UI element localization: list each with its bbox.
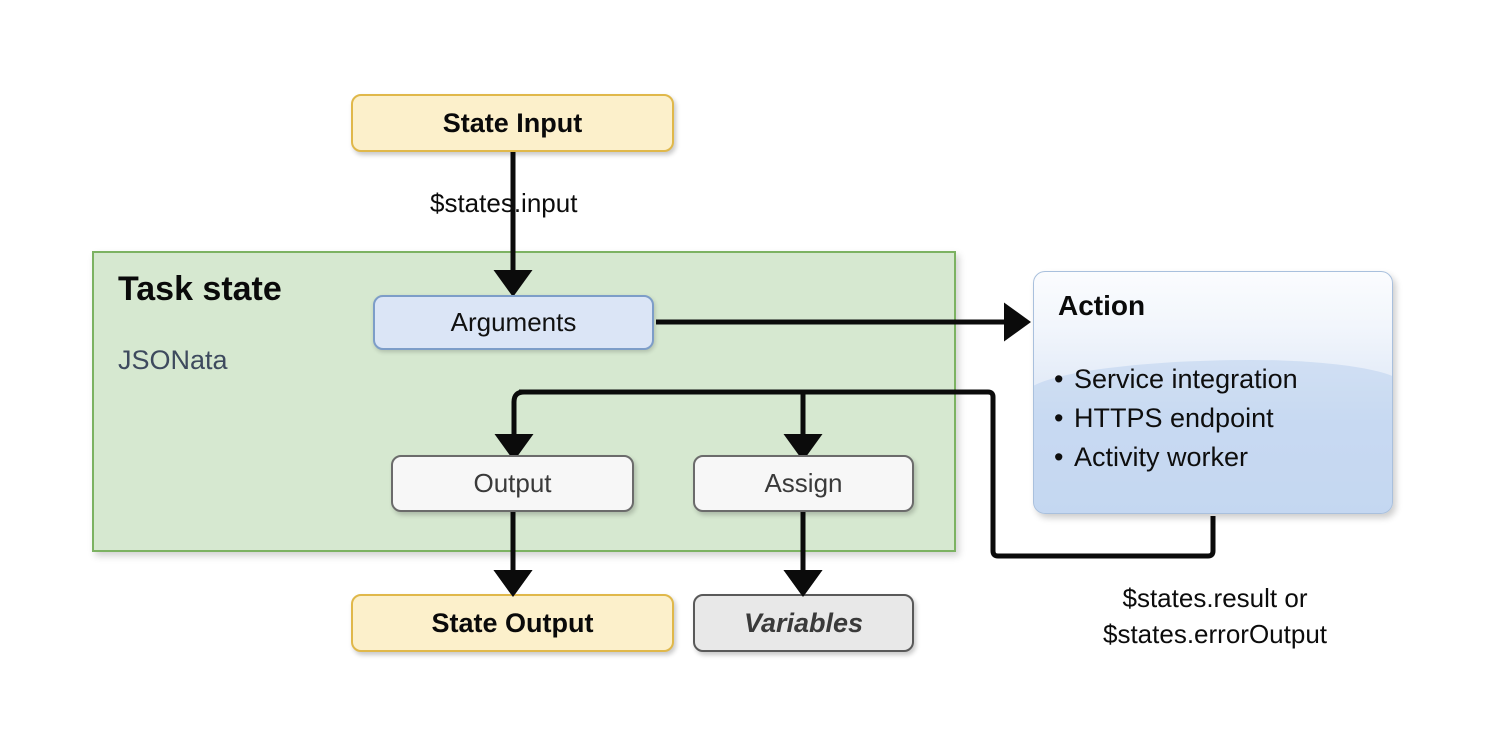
node-state-input-label: State Input bbox=[442, 107, 583, 138]
node-arguments[interactable]: Arguments bbox=[373, 295, 654, 350]
action-item: Service integration bbox=[1054, 360, 1298, 399]
node-state-output[interactable]: State Output bbox=[351, 594, 674, 652]
edge-label-states-result-line2: $states.errorOutput bbox=[1103, 619, 1327, 649]
action-title: Action bbox=[1058, 290, 1146, 321]
node-variables[interactable]: Variables bbox=[693, 594, 914, 652]
node-output-label: Output bbox=[473, 468, 552, 498]
action-item-list: Service integration HTTPS endpoint Activ… bbox=[1054, 360, 1298, 477]
node-state-output-label: State Output bbox=[431, 607, 594, 638]
node-state-input[interactable]: State Input bbox=[351, 94, 674, 152]
task-state-subtitle: JSONata bbox=[118, 345, 228, 375]
node-variables-label: Variables bbox=[743, 607, 864, 638]
node-arguments-label: Arguments bbox=[450, 307, 577, 337]
node-assign[interactable]: Assign bbox=[693, 455, 914, 512]
node-assign-label: Assign bbox=[764, 468, 843, 498]
action-item: Activity worker bbox=[1054, 438, 1298, 477]
action-item: HTTPS endpoint bbox=[1054, 399, 1298, 438]
node-output[interactable]: Output bbox=[391, 455, 634, 512]
node-action[interactable]: Action Service integration HTTPS endpoin… bbox=[1033, 271, 1393, 514]
task-state-title: Task state bbox=[118, 270, 282, 308]
edge-label-states-result-line1: $states.result or bbox=[1122, 583, 1308, 613]
edge-label-states-result: $states.result or $states.errorOutput bbox=[1070, 580, 1360, 652]
edge-label-states-input: $states.input bbox=[430, 188, 578, 218]
